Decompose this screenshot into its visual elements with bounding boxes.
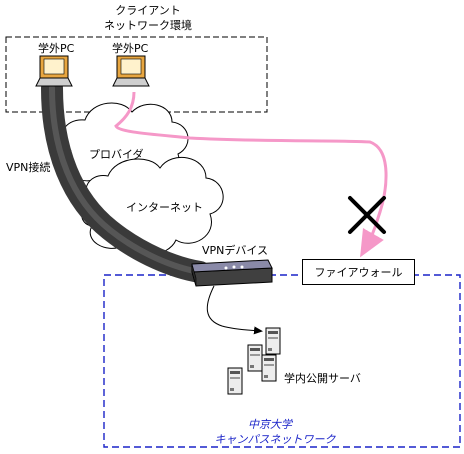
firewall-label: ファイアウォール [314,266,403,279]
internet-label: インターネット [126,201,203,214]
campus-network-box [103,274,461,448]
firewall-box: ファイアウォール [302,259,415,285]
provider-label: プロバイダ [89,148,144,161]
vpn-to-server-arrow [206,285,263,335]
server-tower-icon [247,344,263,372]
client-env-title-line1: クライアント [115,4,181,17]
pc1-label: 学外PC [38,42,75,55]
client-env-title-line2: ネットワーク環境 [104,19,192,32]
router-icon [191,259,273,287]
laptop-icon [35,55,73,87]
laptop-icon [112,55,150,87]
campus-name-line1: 中京大学 [248,418,292,431]
server-tower-icon [227,367,243,395]
campus-name-line2: キャンパスネットワーク [214,433,336,446]
server-tower-icon [265,327,281,355]
server-tower-icon [261,354,277,382]
blocked-access-path [114,91,388,258]
vpn-connection-label: VPN接続 [6,161,51,174]
vpn-device-label: VPNデバイス [202,244,269,257]
pc2-label: 学外PC [112,42,149,55]
client-network-box [5,36,268,113]
x-mark-icon [348,196,386,234]
server-label: 学内公開サーバ [284,372,361,385]
